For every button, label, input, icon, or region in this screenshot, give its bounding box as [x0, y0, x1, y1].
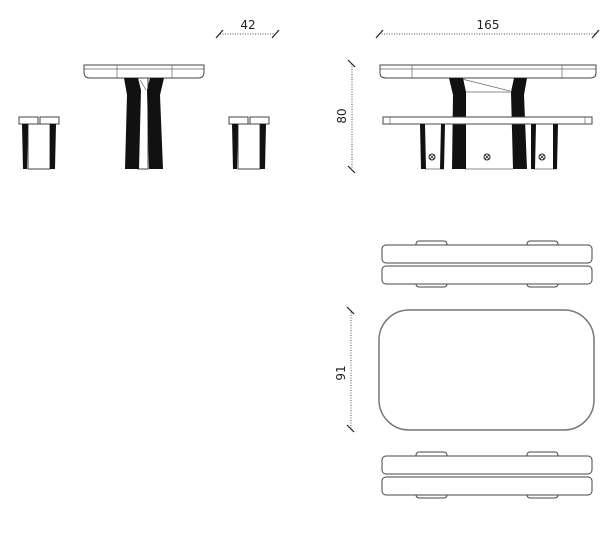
dimension-165: 165	[375, 18, 600, 39]
bench-side-right	[228, 116, 270, 170]
bench-top-lower	[381, 451, 593, 499]
side-view: 42	[18, 18, 280, 170]
dimension-label-width: 91	[334, 365, 348, 380]
dimension-label-length: 165	[477, 18, 500, 32]
top-view: 91	[334, 240, 595, 499]
table-top	[378, 309, 595, 431]
bench-side-left	[18, 116, 60, 170]
bolt-icon	[483, 153, 491, 161]
dimension-80: 80	[335, 59, 356, 174]
bolt-icon	[428, 153, 436, 161]
bench-top-upper	[381, 240, 593, 288]
bolt-icon	[538, 153, 546, 161]
dimension-91: 91	[334, 306, 355, 433]
bench-front	[382, 116, 593, 170]
dimension-42: 42	[215, 18, 280, 39]
table-side	[83, 64, 205, 170]
dimension-label-height: 80	[335, 108, 349, 123]
dimension-label-depth: 42	[240, 18, 255, 32]
front-view: 165 80	[335, 18, 600, 174]
